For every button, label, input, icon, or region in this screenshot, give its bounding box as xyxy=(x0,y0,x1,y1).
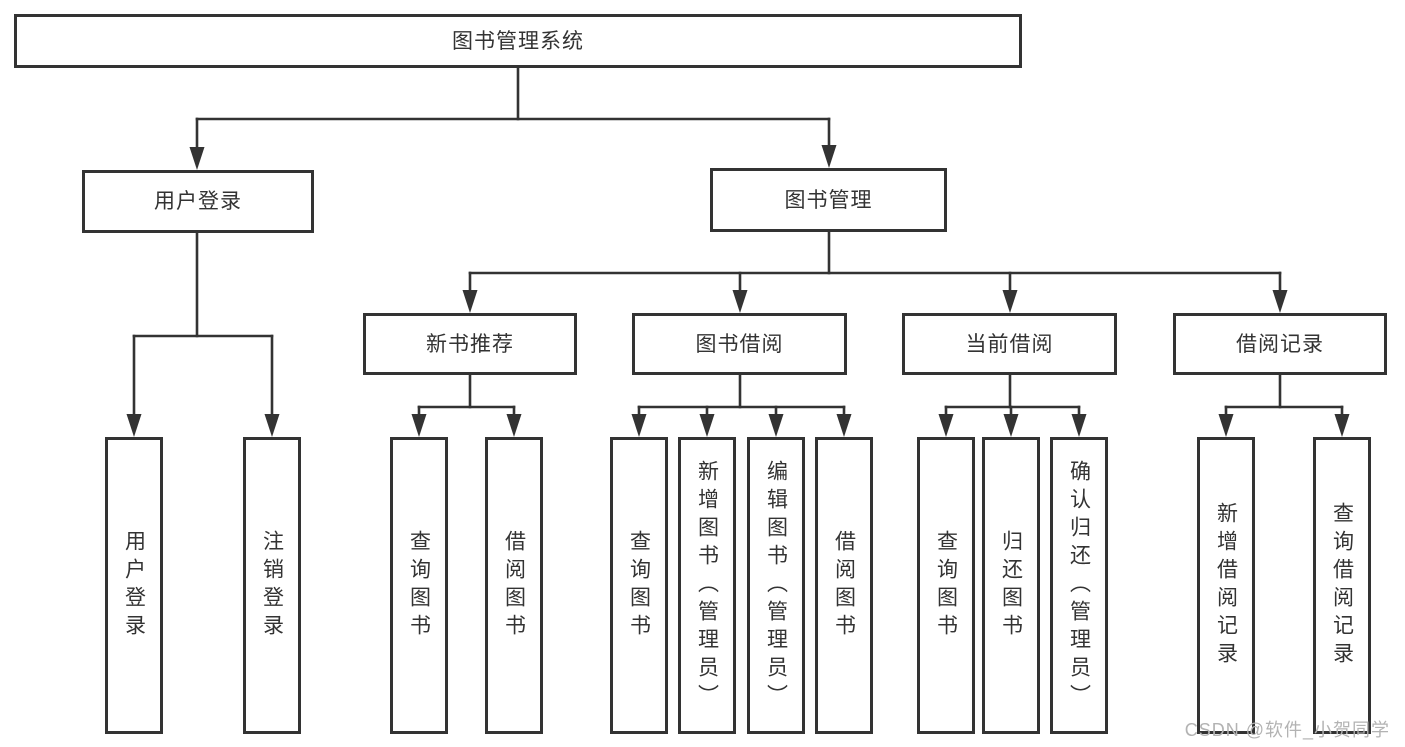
node-label: 归还图书 xyxy=(999,529,1023,642)
node-label: 图书借阅 xyxy=(695,332,784,356)
node-new-book-recommend: 新书推荐 xyxy=(363,313,577,375)
node-label: 图书管理 xyxy=(784,188,873,212)
node-label: 查询图书 xyxy=(407,529,431,642)
node-leaf-add-borrow-record: 新增借阅记录 xyxy=(1197,437,1255,734)
node-root-library-system: 图书管理系统 xyxy=(14,14,1022,68)
node-leaf-borrow-books-borrowing: 借阅图书 xyxy=(815,437,873,734)
node-leaf-logout: 注销登录 xyxy=(243,437,301,734)
node-leaf-query-books-recommend: 查询图书 xyxy=(390,437,448,734)
node-label: 新增借阅记录 xyxy=(1214,501,1238,670)
node-leaf-query-books-current: 查询图书 xyxy=(917,437,975,734)
node-label: 查询图书 xyxy=(934,529,958,642)
node-label: 借阅图书 xyxy=(832,529,856,642)
node-label: 用户登录 xyxy=(122,529,146,642)
node-label: 查询图书 xyxy=(627,529,651,642)
node-book-management: 图书管理 xyxy=(710,168,947,232)
node-label: 注销登录 xyxy=(260,529,284,642)
node-leaf-confirm-return-admin: 确认归还（管理员） xyxy=(1050,437,1108,734)
node-label: 图书管理系统 xyxy=(452,29,584,53)
node-label: 编辑图书（管理员） xyxy=(764,459,788,712)
node-leaf-borrow-books-recommend: 借阅图书 xyxy=(485,437,543,734)
node-leaf-user-login: 用户登录 xyxy=(105,437,163,734)
node-leaf-query-borrow-record: 查询借阅记录 xyxy=(1313,437,1371,734)
node-leaf-edit-book-admin: 编辑图书（管理员） xyxy=(747,437,805,734)
node-book-borrowing: 图书借阅 xyxy=(632,313,847,375)
node-label: 借阅记录 xyxy=(1236,332,1324,356)
node-label: 查询借阅记录 xyxy=(1330,501,1354,670)
node-leaf-add-book-admin: 新增图书（管理员） xyxy=(678,437,736,734)
node-current-borrowing: 当前借阅 xyxy=(902,313,1117,375)
node-user-login: 用户登录 xyxy=(82,170,314,233)
node-leaf-return-books: 归还图书 xyxy=(982,437,1040,734)
node-borrowing-records: 借阅记录 xyxy=(1173,313,1387,375)
node-label: 当前借阅 xyxy=(965,332,1054,356)
node-label: 用户登录 xyxy=(154,190,242,213)
node-leaf-query-books-borrowing: 查询图书 xyxy=(610,437,668,734)
watermark: CSDN @软件_小贺同学 xyxy=(1184,720,1390,740)
node-label: 借阅图书 xyxy=(502,529,526,642)
node-label: 新书推荐 xyxy=(426,332,514,356)
node-label: 新增图书（管理员） xyxy=(695,459,719,712)
node-label: 确认归还（管理员） xyxy=(1067,459,1091,712)
